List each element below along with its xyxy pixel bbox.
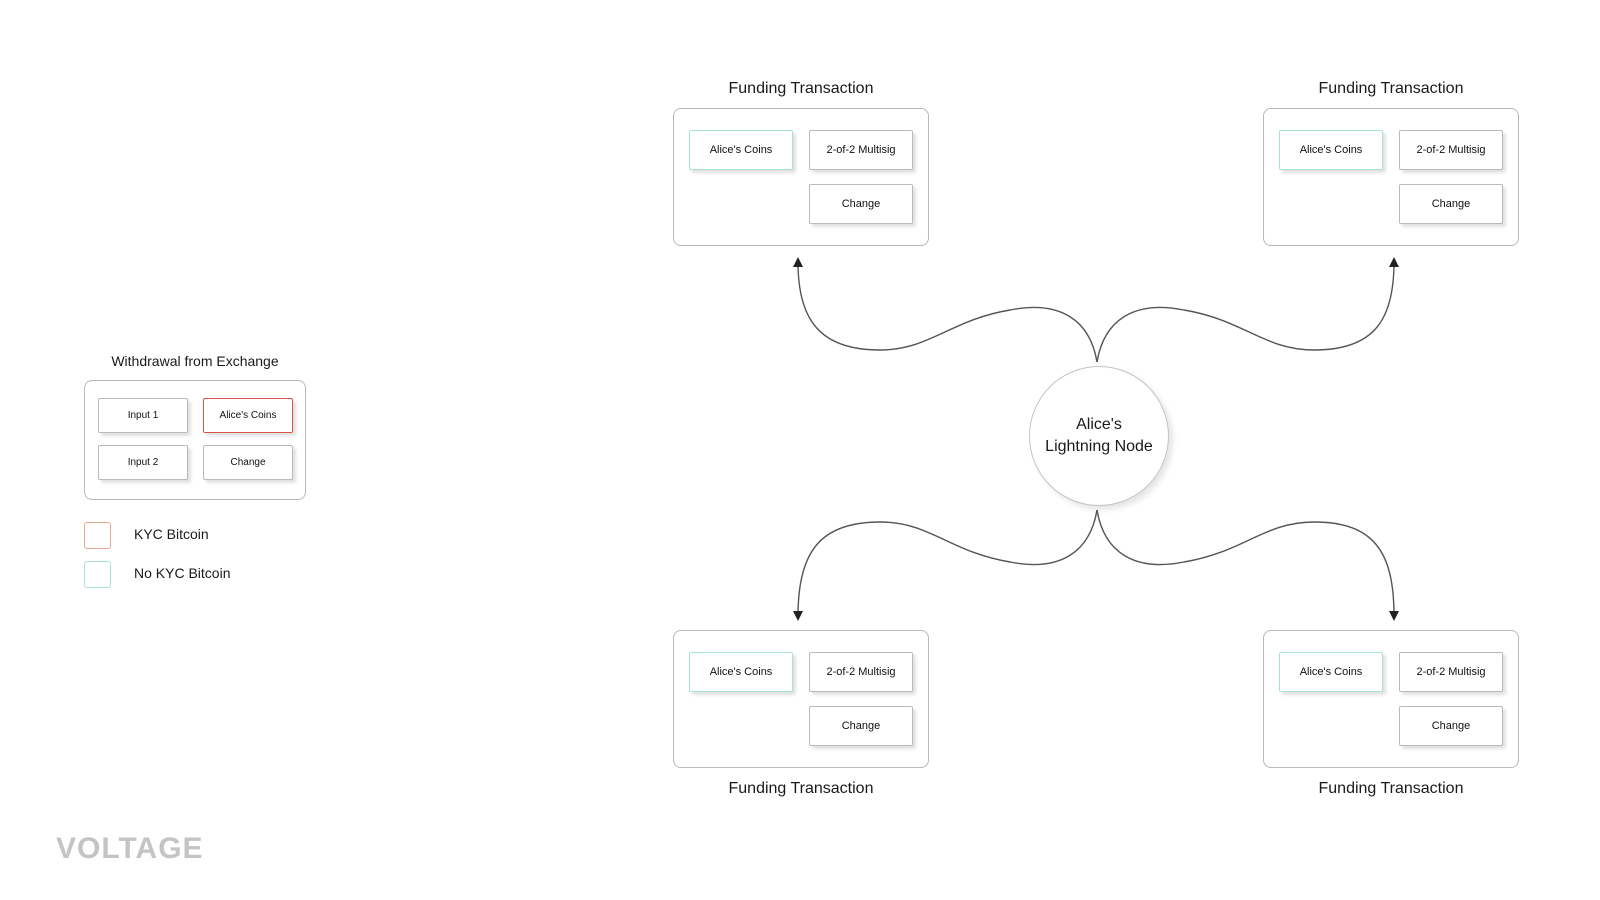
- change-box: Change: [809, 184, 913, 224]
- change-box: Change: [1399, 184, 1503, 224]
- alice-coins-kyc-box: Alice's Coins: [203, 398, 293, 433]
- exchange-title: Withdrawal from Exchange: [111, 353, 279, 369]
- funding-group-top-left: Alice's Coins 2-of-2 Multisig Change: [673, 108, 929, 246]
- legend-nokyc-swatch: [84, 561, 111, 588]
- input2-box: Input 2: [98, 445, 188, 480]
- alice-coins-box: Alice's Coins: [1279, 652, 1383, 692]
- multisig-box: 2-of-2 Multisig: [809, 130, 913, 170]
- voltage-logo: VOLTAGE: [56, 832, 204, 865]
- multisig-box: 2-of-2 Multisig: [1399, 652, 1503, 692]
- alice-coins-box: Alice's Coins: [689, 652, 793, 692]
- legend-kyc-label: KYC Bitcoin: [134, 526, 209, 542]
- lightning-node: Alice's Lightning Node: [1029, 366, 1169, 506]
- input1-box: Input 1: [98, 398, 188, 433]
- change-box: Change: [809, 706, 913, 746]
- connector-bottom-right: [1096, 509, 1399, 621]
- funding-title-bottom-left: Funding Transaction: [728, 780, 874, 797]
- exchange-group: Input 1 Alice's Coins Input 2 Change: [84, 380, 306, 500]
- node-label-line2: Lightning Node: [1045, 438, 1153, 455]
- funding-title-top-right: Funding Transaction: [1318, 80, 1464, 97]
- funding-title-bottom-right: Funding Transaction: [1318, 780, 1464, 797]
- connector-top-right: [1096, 257, 1399, 363]
- change-box: Change: [203, 445, 293, 480]
- connector-top-left: [793, 257, 1098, 363]
- legend-kyc-swatch: [84, 522, 111, 549]
- alice-coins-box: Alice's Coins: [1279, 130, 1383, 170]
- funding-title-top-left: Funding Transaction: [728, 80, 874, 97]
- funding-group-bottom-left: Alice's Coins 2-of-2 Multisig Change: [673, 630, 929, 768]
- connector-bottom-left: [793, 509, 1098, 621]
- change-box: Change: [1399, 706, 1503, 746]
- alice-coins-box: Alice's Coins: [689, 130, 793, 170]
- node-label-line1: Alice's: [1076, 416, 1122, 433]
- legend-nokyc-label: No KYC Bitcoin: [134, 565, 231, 581]
- funding-group-top-right: Alice's Coins 2-of-2 Multisig Change: [1263, 108, 1519, 246]
- funding-group-bottom-right: Alice's Coins 2-of-2 Multisig Change: [1263, 630, 1519, 768]
- multisig-box: 2-of-2 Multisig: [1399, 130, 1503, 170]
- multisig-box: 2-of-2 Multisig: [809, 652, 913, 692]
